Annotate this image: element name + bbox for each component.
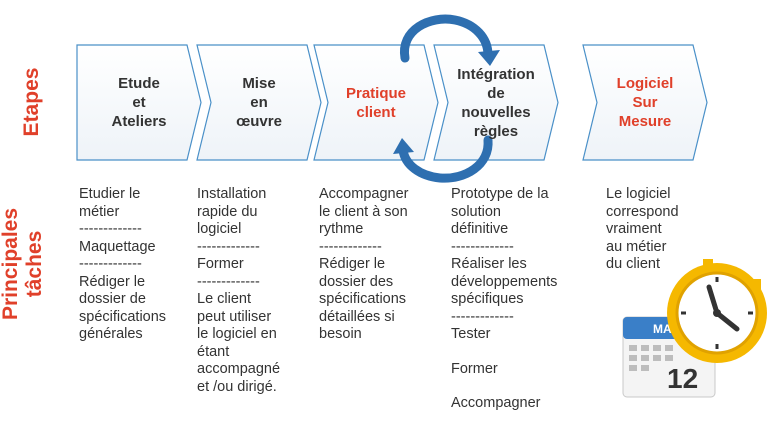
- step-label: Etude et Ateliers: [111, 75, 167, 130]
- row-label-taches-line1: Principales: [0, 207, 22, 321]
- task-text: Installation rapide du logiciel --------…: [197, 186, 281, 395]
- step-chevron: [76, 44, 202, 161]
- task-text: Accompagner le client à son rythme -----…: [319, 186, 409, 342]
- step-label: Pratique client: [345, 84, 406, 121]
- step-chevron: [196, 44, 322, 161]
- step-label: Intégration de nouvelles règles: [457, 65, 535, 140]
- calendar-clock-icon: MA 12: [622, 259, 767, 398]
- task-column: Accompagner le client à son rythme -----…: [319, 186, 408, 344]
- row-label-taches-line2: tâches: [23, 230, 46, 298]
- calendar-day: 12: [667, 363, 698, 394]
- task-text: Le logiciel correspond vraiment au métie…: [606, 186, 679, 272]
- step-chevron: [433, 44, 559, 161]
- step-chevron: [313, 44, 439, 161]
- task-text: Prototype de la solution définitive ----…: [451, 186, 558, 342]
- task-text: Former: [451, 360, 498, 377]
- step-label: Mise en œuvre: [236, 75, 282, 130]
- row-label-principales-taches: Principales tâches: [0, 179, 47, 349]
- task-text: Accompagner: [451, 395, 541, 411]
- task-column: Etudier le métier ------------- Maquetta…: [79, 186, 166, 344]
- calendar-month: MA: [653, 322, 672, 336]
- process-chevrons: [76, 14, 708, 183]
- task-text: Etudier le métier ------------- Maquetta…: [79, 186, 167, 342]
- step-chevron: [582, 44, 708, 161]
- step-label: Logiciel Sur Mesure: [616, 75, 674, 130]
- clock-icon: [667, 259, 767, 363]
- circular-arrows-icon: [393, 14, 500, 183]
- task-column: Prototype de la solution définitive ----…: [451, 186, 557, 413]
- task-column: Installation rapide du logiciel --------…: [197, 186, 280, 396]
- task-column: Le logiciel correspond vraiment au métie…: [606, 186, 679, 274]
